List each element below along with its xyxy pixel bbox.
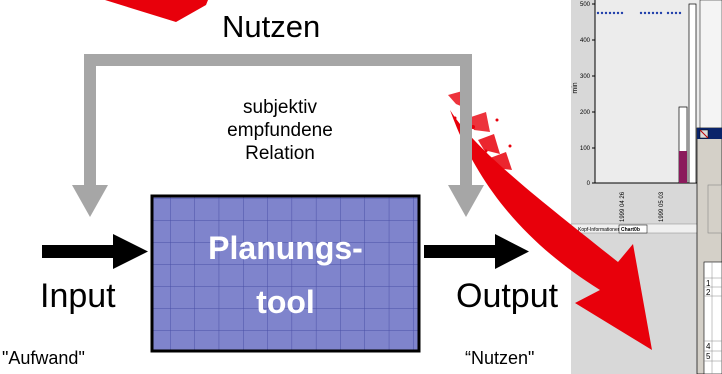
y-tick-label: 200	[580, 110, 591, 116]
relation-line: empfundene	[227, 120, 333, 141]
output-label: Output	[456, 277, 559, 315]
relation-line: subjektiv	[243, 97, 317, 118]
table-row-number: 4	[706, 342, 711, 351]
arrow-head-down-icon	[72, 185, 108, 217]
top-label-nutzen: Nutzen	[222, 9, 321, 44]
output-arrow	[424, 234, 529, 269]
sheet-tab[interactable]: Chart0b	[621, 227, 640, 233]
table-row-number: 5	[706, 352, 711, 361]
y-tick-label: 0	[587, 181, 591, 187]
input-sublabel: "Aufwand"	[2, 348, 85, 368]
bar-segment	[679, 151, 687, 183]
sheet-tab[interactable]: Kopf-Informationen	[578, 227, 621, 233]
table-row-number: 1	[706, 279, 711, 288]
planning-tool-box	[150, 194, 421, 353]
y-tick-label: 100	[580, 146, 591, 152]
relation-line: Relation	[245, 143, 315, 164]
box-line-2: tool	[256, 284, 315, 320]
arrow-right-icon	[113, 234, 148, 269]
feedback-arrow	[72, 54, 484, 217]
output-sublabel: “Nutzen"	[465, 348, 535, 368]
bar	[688, 3, 697, 184]
box-line-1: Planungs-	[208, 230, 363, 266]
input-arrow	[42, 234, 148, 269]
y-tick-label: 400	[580, 38, 591, 44]
relation-label: subjektiv empfundene Relation	[200, 96, 360, 165]
embedded-software-screenshot: 500 400 300 200 100 0 min 1999 04 26 199…	[570, 0, 722, 374]
x-tick-label: 1999 05 03	[659, 191, 665, 222]
dialog-table	[703, 261, 722, 374]
arrow-head-down-icon	[448, 185, 484, 217]
y-tick-label: 500	[580, 2, 591, 8]
input-label: Input	[40, 277, 116, 315]
y-tick-label: 300	[580, 74, 591, 80]
x-tick-label: 1999 04 26	[620, 191, 626, 222]
y-axis-label: min	[572, 82, 579, 93]
table-row-number: 2	[706, 288, 711, 297]
data-points	[596, 11, 682, 15]
arrow-right-icon	[495, 234, 529, 269]
planning-tool-label: Planungs- tool	[152, 196, 419, 351]
